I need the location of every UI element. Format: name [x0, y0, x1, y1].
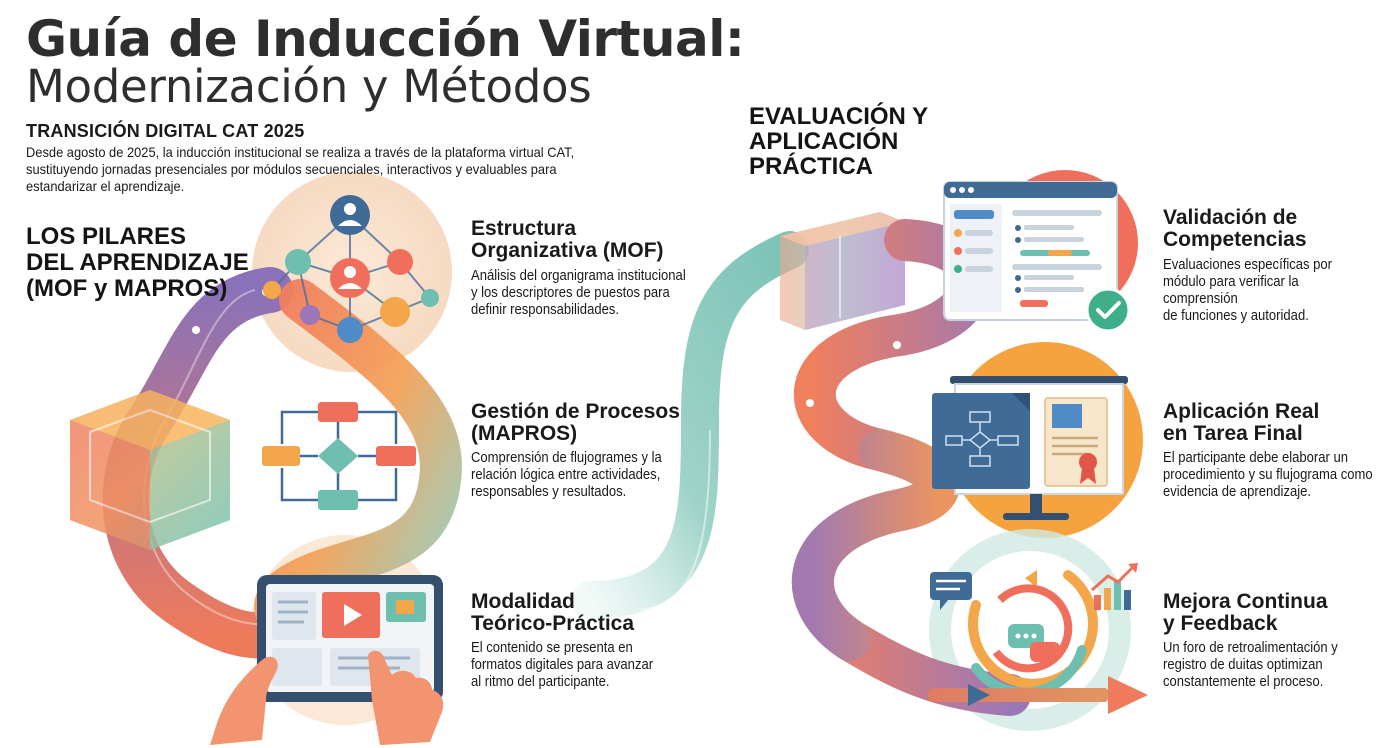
feedback-cycle-icon: [928, 563, 1148, 714]
validacion-text: Evaluaciones específicas por módulo para…: [1163, 257, 1333, 324]
modalidad-text: El contenido se presenta en formatos dig…: [471, 640, 654, 690]
tablet-icon: [210, 575, 444, 745]
evaluation-window-icon: [943, 181, 1131, 333]
right-section-heading: EVALUACIÓN Y APLICACIÓN PRÁCTICA: [749, 103, 929, 180]
mapros-title: Gestión de Procesos (MAPROS): [471, 400, 680, 445]
mapros-text: Comprensión de flujogrames y la relación…: [471, 450, 662, 500]
mejora-title: Mejora Continua y Feedback: [1163, 590, 1328, 635]
aplicacion-title: Aplicación Real en Tarea Final: [1163, 400, 1320, 445]
mof-title: Estructura Organizativa (MOF): [471, 217, 664, 262]
intro-heading: TRANSICIÓN DIGITAL CAT 2025: [26, 121, 305, 141]
mof-text: Análisis del organigrama institucional y…: [471, 268, 686, 318]
modalidad-title: Modalidad Teórico-Práctica: [471, 590, 635, 635]
presentation-board-icon: [932, 376, 1128, 520]
intro-text: Desde agosto de 2025, la inducción insti…: [26, 144, 575, 194]
left-section-heading: LOS PILARES DEL APRENDIZAJE (MOF y MAPRO…: [26, 223, 249, 302]
network-icon: [263, 195, 439, 343]
validacion-title: Validación de Competencias: [1163, 206, 1307, 251]
flowchart-icon: [262, 402, 416, 510]
main-title-line1: Guía de Inducción Virtual:: [26, 10, 745, 68]
main-title-line2: Modernización y Métodos: [26, 60, 592, 113]
aplicacion-text: El participante debe elaborar un procedi…: [1163, 450, 1373, 500]
mejora-text: Un foro de retroalimentación y registro …: [1163, 640, 1338, 690]
